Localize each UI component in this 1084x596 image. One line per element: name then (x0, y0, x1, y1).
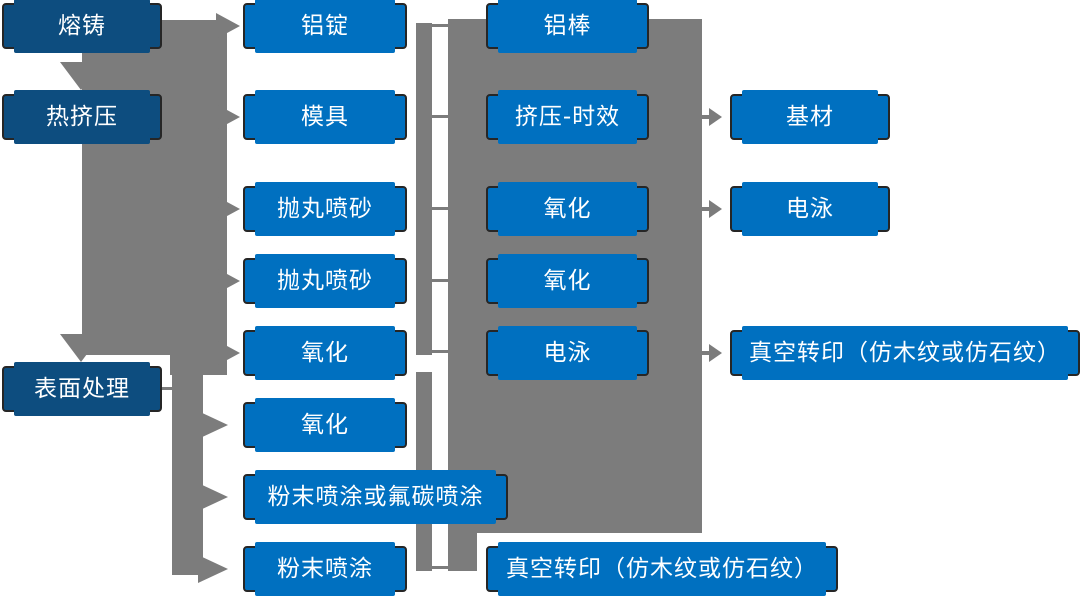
node-electrophoresis-2: 电泳 (730, 182, 890, 236)
connector-tie-line (430, 350, 450, 353)
node-melting-casting: 熔铸 (2, 0, 162, 53)
arrow-stem (699, 115, 711, 119)
node-oxidation-3: 氧化 (486, 182, 649, 236)
node-shot-blasting-2: 抛丸喷砂 (243, 254, 407, 308)
node-aluminum-ingot: 铝锭 (243, 0, 407, 53)
node-shot-blasting-1: 抛丸喷砂 (243, 182, 407, 236)
arrow-right-icon (216, 13, 240, 39)
connector-tie-line (430, 279, 450, 282)
arrow-stem (699, 207, 711, 211)
node-extrusion-aging: 挤压-时效 (486, 90, 649, 144)
node-powder-or-fluorocarbon-coating: 粉末喷涂或氟碳喷涂 (243, 470, 508, 524)
node-substrate: 基材 (730, 90, 890, 144)
node-oxidation-2: 氧化 (243, 398, 407, 452)
node-oxidation-1: 氧化 (243, 326, 407, 380)
arrow-right-icon (198, 555, 228, 583)
arrow-right-icon (216, 268, 240, 294)
arrow-right-icon (709, 344, 722, 362)
connector-tie-line (430, 115, 450, 118)
node-mold: 模具 (243, 90, 407, 144)
arrow-right-icon (198, 483, 228, 511)
connector-middle-bar-upper (416, 23, 432, 355)
arrow-right-icon (216, 340, 240, 366)
arrow-right-icon (216, 196, 240, 222)
connector-surface-treatment-tie-line (157, 387, 174, 390)
arrow-right-icon (216, 104, 240, 130)
arrow-down-icon (60, 334, 102, 362)
arrow-down-icon (60, 62, 102, 90)
node-electrophoresis-1: 电泳 (486, 326, 649, 380)
connector-right-trunk-band-foot (448, 533, 477, 571)
node-aluminum-rod: 铝棒 (486, 0, 649, 53)
node-oxidation-4: 氧化 (486, 254, 649, 308)
node-powder-coating: 粉末喷涂 (243, 542, 407, 596)
connector-tie-line (430, 24, 450, 27)
node-vacuum-transfer-print-1: 真空转印（仿木纹或仿石纹） (486, 542, 838, 596)
arrow-right-icon (198, 411, 228, 439)
node-surface-treatment: 表面处理 (2, 362, 162, 416)
node-vacuum-transfer-print-2: 真空转印（仿木纹或仿石纹） (730, 326, 1080, 380)
arrow-right-icon (709, 108, 722, 126)
node-hot-extrusion: 热挤压 (2, 90, 162, 144)
connector-tie-line (430, 207, 450, 210)
arrow-stem (699, 351, 711, 355)
connector-left-branch-band-lower (172, 375, 203, 575)
arrow-right-icon (709, 200, 722, 218)
connector-tie-line (430, 566, 450, 569)
